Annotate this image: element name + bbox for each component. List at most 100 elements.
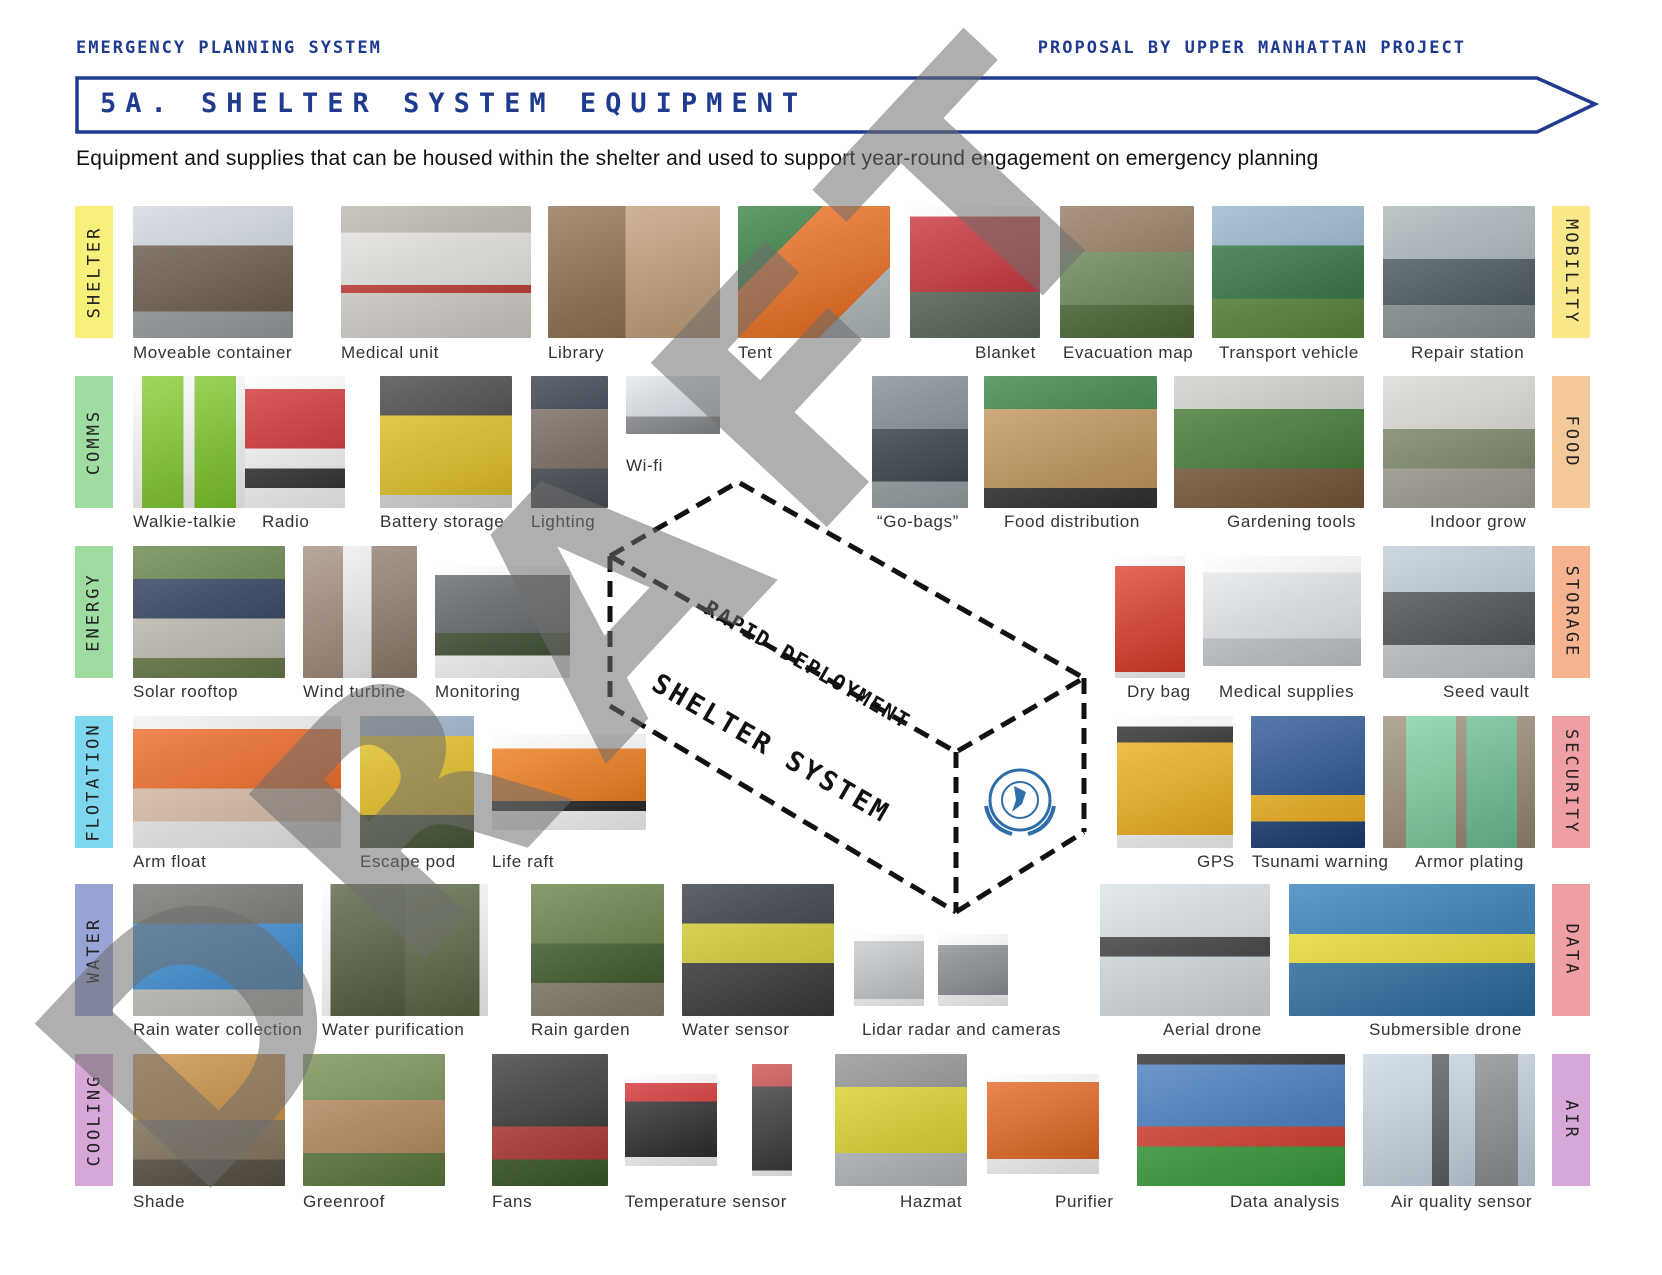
item-label: Wind turbine <box>303 682 406 701</box>
item-label: Medical supplies <box>1219 682 1355 701</box>
library-photo <box>548 206 720 338</box>
item-label: Indoor grow <box>1430 512 1527 531</box>
category-data: DATA <box>1552 884 1590 1016</box>
go-bags-photo <box>872 376 968 508</box>
lighting-photo <box>531 376 608 508</box>
gardening-tools-photo <box>1174 376 1364 508</box>
category-air: AIR <box>1552 1054 1590 1186</box>
item-label: Gardening tools <box>1227 512 1357 531</box>
hazmat-photo <box>835 1054 967 1186</box>
item-label: Wi-fi <box>626 456 663 475</box>
item-label: Food distribution <box>1004 512 1140 531</box>
item-label: Armor plating <box>1415 852 1524 871</box>
purifier-photo <box>987 1074 1099 1174</box>
armor-plating-photo <box>1383 716 1535 848</box>
item-label: Water sensor <box>682 1020 790 1039</box>
category-energy: ENERGY <box>75 546 113 678</box>
item-label: Greenroof <box>303 1192 385 1211</box>
data-analysis-photo <box>1137 1054 1345 1186</box>
item-label: Library <box>548 343 605 362</box>
walkie-talkie-photo <box>133 376 245 508</box>
blanket-photo <box>910 206 1040 338</box>
escape-pod-photo <box>360 716 474 848</box>
seed-vault-photo <box>1383 546 1535 678</box>
item-label: Radio <box>262 512 310 531</box>
category-shelter: SHELTER <box>75 206 113 338</box>
category-security: SECURITY <box>1552 716 1590 848</box>
item-label: Life raft <box>492 852 555 871</box>
item-label: Shade <box>133 1192 186 1211</box>
item-label: Submersible drone <box>1369 1020 1522 1039</box>
solar-rooftop-photo <box>133 546 285 678</box>
un-emblem-icon <box>984 768 1056 836</box>
air-quality-sensor-photo <box>1363 1054 1535 1186</box>
dry-bag-photo <box>1115 556 1185 678</box>
item-label: Battery storage <box>380 512 505 531</box>
evacuation-map-photo <box>1060 206 1194 338</box>
item-label: Tsunami warning <box>1252 852 1389 871</box>
item-label: Purifier <box>1055 1192 1114 1211</box>
medical-supplies-photo <box>1203 556 1361 666</box>
monitoring-photo <box>435 566 570 678</box>
item-label: Dry bag <box>1127 682 1191 701</box>
fans-photo <box>492 1054 608 1186</box>
item-label: Lidar radar and cameras <box>862 1020 1062 1039</box>
rain-garden-photo <box>531 884 664 1016</box>
tent-photo <box>738 206 890 338</box>
item-label: Rain garden <box>531 1020 631 1039</box>
food-distribution-photo <box>984 376 1157 508</box>
temperature-sensor-photo <box>625 1074 717 1166</box>
submersible-drone-photo <box>1289 884 1535 1016</box>
item-label: Arm float <box>133 852 207 871</box>
item-label: Fans <box>492 1192 533 1211</box>
item-label: Hazmat <box>900 1192 963 1211</box>
category-comms: COMMS <box>75 376 113 508</box>
shade-photo <box>133 1054 285 1186</box>
arm-float-photo <box>133 716 341 848</box>
item-label: Evacuation map <box>1063 343 1194 362</box>
indoor-grow-photo <box>1383 376 1535 508</box>
item-label: Aerial drone <box>1163 1020 1262 1039</box>
item-label: Moveable container <box>133 343 293 362</box>
rain-water-collection-photo <box>133 884 303 1016</box>
item-label: Data analysis <box>1230 1192 1340 1211</box>
category-mobility: MOBILITY <box>1552 206 1590 338</box>
water-sensor-photo <box>682 884 834 1016</box>
category-food: FOOD <box>1552 376 1590 508</box>
item-label: Walkie-talkie <box>133 512 237 531</box>
life-raft-photo <box>492 734 646 830</box>
category-water: WATER <box>75 884 113 1016</box>
greenroof-photo <box>303 1054 445 1186</box>
gps-photo <box>1117 716 1233 848</box>
water-purification-photo <box>322 884 488 1016</box>
item-label: Seed vault <box>1443 682 1530 701</box>
item-label: Tent <box>738 343 773 362</box>
category-flotation: FLOTATION <box>75 716 113 848</box>
item-label: Escape pod <box>360 852 456 871</box>
item-label: Transport vehicle <box>1219 343 1359 362</box>
header-left: EMERGENCY PLANNING SYSTEM <box>76 38 382 58</box>
wind-turbine-photo <box>303 546 417 678</box>
item-label: GPS <box>1197 852 1235 871</box>
wifi-photo <box>626 376 720 434</box>
item-label: Medical unit <box>341 343 439 362</box>
item-label: Blanket <box>975 343 1036 362</box>
tsunami-warning-photo <box>1251 716 1365 848</box>
item-label: Temperature sensor <box>625 1192 787 1211</box>
page-subtitle: Equipment and supplies that can be house… <box>76 147 1319 170</box>
temperature-probe-photo <box>752 1064 792 1176</box>
item-label: Repair station <box>1411 343 1525 362</box>
repair-station-photo <box>1383 206 1535 338</box>
aerial-drone-photo <box>1100 884 1270 1016</box>
item-label: Lighting <box>531 512 596 531</box>
transport-vehicle-photo <box>1212 206 1364 338</box>
category-cooling: COOLING <box>75 1054 113 1186</box>
page-title: 5A. SHELTER SYSTEM EQUIPMENT <box>100 88 808 119</box>
category-storage: STORAGE <box>1552 546 1590 678</box>
battery-storage-photo <box>380 376 512 508</box>
item-label: “Go-bags” <box>877 512 959 531</box>
item-label: Solar rooftop <box>133 682 239 701</box>
title-arrow-frame <box>75 76 1600 134</box>
